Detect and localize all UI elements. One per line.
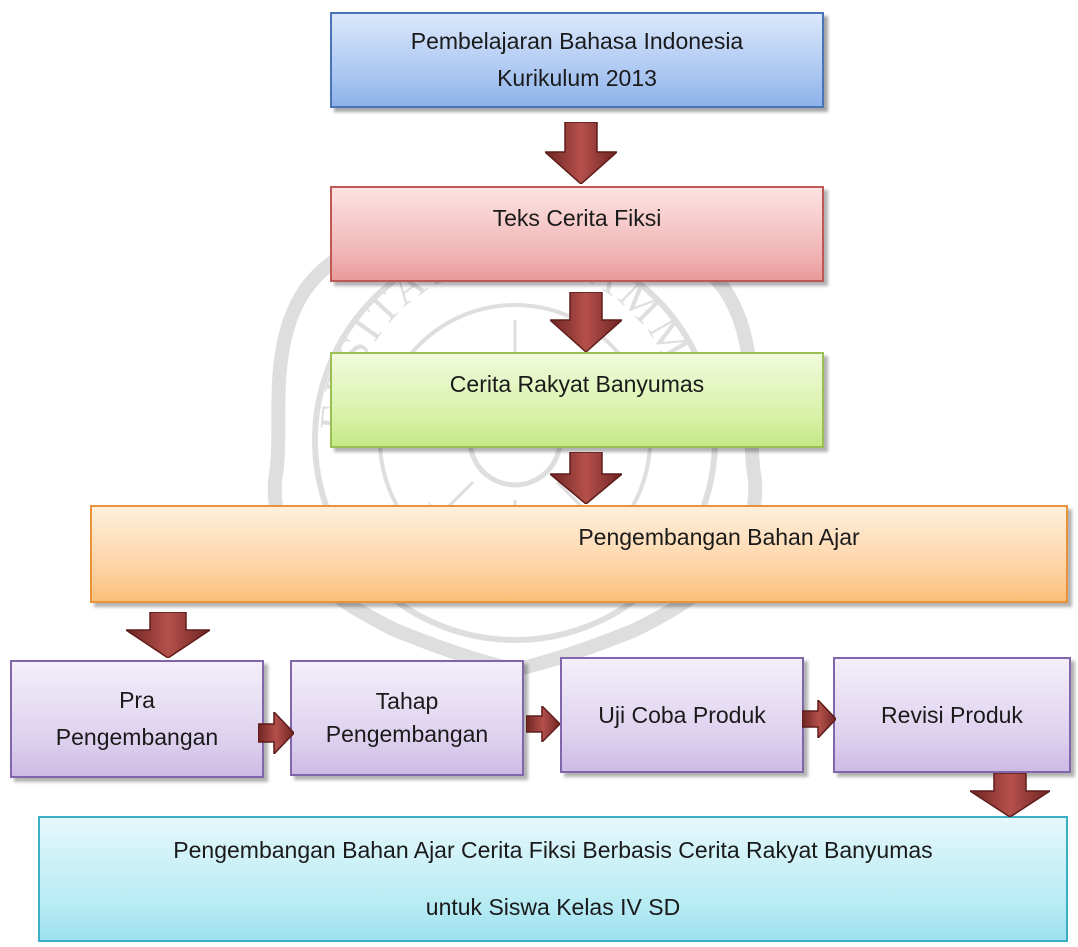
node-8-line-1: Revisi Produk (881, 701, 1023, 728)
node-cerita-rakyat-banyumas: Cerita Rakyat Banyumas (330, 352, 824, 448)
arrow-n4-to-n5 (126, 612, 210, 658)
node-5-line-1: Pra (119, 687, 155, 714)
node-4-line-1: Pengembangan Bahan Ajar (578, 524, 860, 550)
arrow-n2-to-n3 (550, 292, 622, 352)
node-tahap-pengembangan: Tahap Pengembangan (290, 660, 524, 776)
arrow-n8-to-n9 (970, 773, 1050, 817)
arrow-n1-to-n2 (545, 122, 617, 184)
node-pembelajaran-bahasa-indonesia: Pembelajaran Bahasa Indonesia Kurikulum … (330, 12, 824, 108)
node-revisi-produk: Revisi Produk (833, 657, 1071, 773)
node-3-line-1: Cerita Rakyat Banyumas (449, 371, 705, 397)
node-1-line-1: Pembelajaran Bahasa Indonesia (410, 28, 744, 55)
node-final-output: Pengembangan Bahan Ajar Cerita Fiksi Ber… (38, 816, 1068, 942)
arrow-n7-to-n8 (802, 700, 836, 738)
node-pra-pengembangan: Pra Pengembangan (10, 660, 264, 778)
node-1-line-2: Kurikulum 2013 (497, 65, 657, 91)
node-6-line-2: Pengembangan (325, 721, 489, 747)
node-pengembangan-bahan-ajar: Pengembangan Bahan Ajar (90, 505, 1068, 603)
node-5-line-2: Pengembangan (55, 724, 219, 750)
node-teks-cerita-fiksi: Teks Cerita Fiksi (330, 186, 824, 282)
node-7-line-1: Uji Coba Produk (598, 701, 766, 728)
arrow-n3-to-n4 (550, 452, 622, 504)
arrow-n6-to-n7 (526, 706, 560, 742)
arrow-n5-to-n6 (258, 712, 294, 754)
node-6-line-1: Tahap (375, 687, 439, 714)
node-9-line-1: Pengembangan Bahan Ajar Cerita Fiksi Ber… (173, 836, 933, 863)
node-2-line-1: Teks Cerita Fiksi (492, 205, 662, 231)
node-9-line-2: untuk Siswa Kelas IV SD (425, 894, 681, 920)
node-uji-coba-produk: Uji Coba Produk (560, 657, 804, 773)
